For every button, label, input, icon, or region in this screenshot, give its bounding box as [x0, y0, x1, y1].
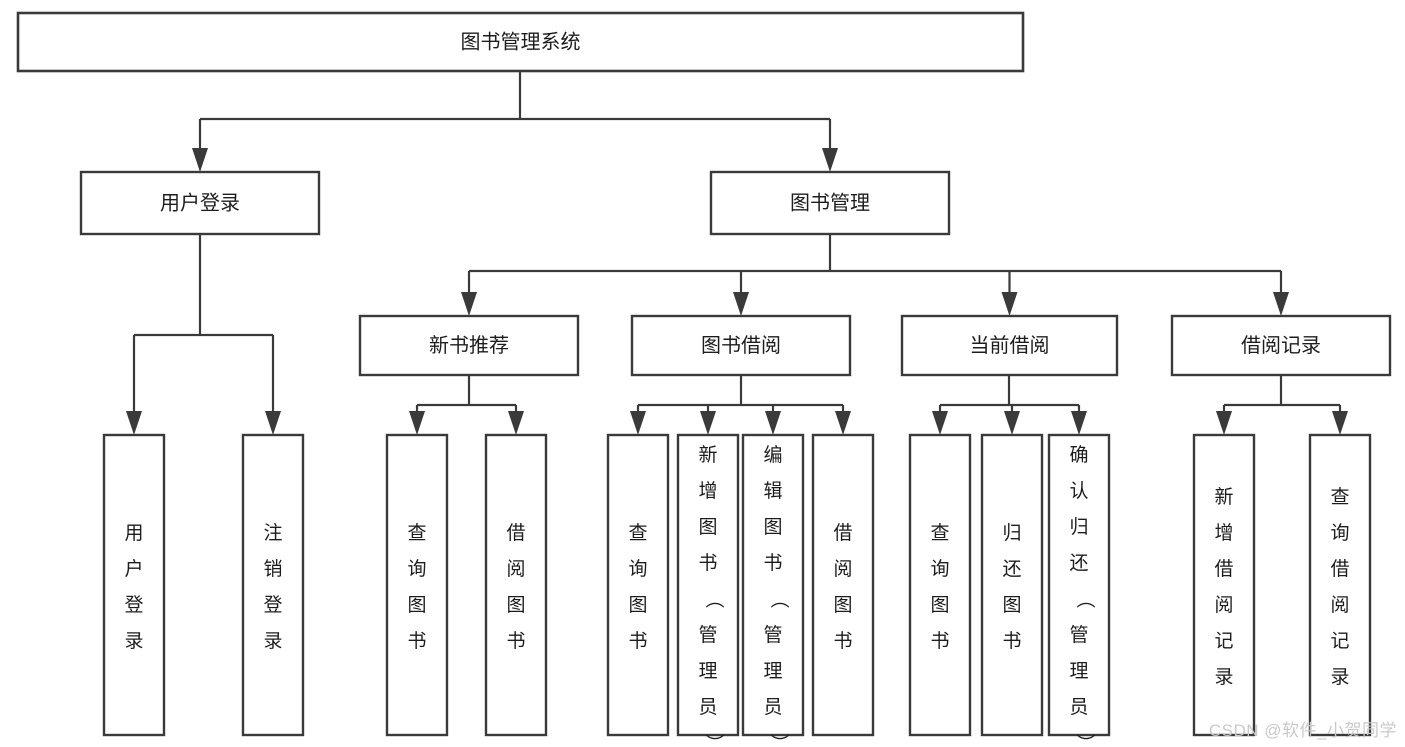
node-leaf-add-borrow-record[interactable]: 新增借阅记录 — [1192, 433, 1256, 737]
bus-current-arrow-2-head — [1071, 411, 1087, 435]
node-label-glyph: ） — [1074, 733, 1096, 747]
bus-current-arrow-1-head — [1004, 411, 1020, 435]
node-box-user-login — [79, 170, 321, 236]
node-label-leaf-query-book-borrow: 查询图书 — [628, 522, 647, 652]
node-box-leaf-confirm-return — [1047, 433, 1111, 737]
node-new-book-recommend[interactable]: 新书推荐 — [358, 314, 580, 377]
node-box-leaf-borrow-book-recommend — [484, 433, 548, 737]
bus-root-arrow-1-head — [822, 148, 838, 172]
node-label-book-manage: 图书管理 — [790, 191, 870, 214]
bus-borrow-arrow-1-head — [700, 411, 716, 435]
node-leaf-logout[interactable]: 注销登录 — [241, 433, 305, 737]
node-label-leaf-add-book: 新增图书管理员 — [698, 444, 717, 718]
node-leaf-query-book-borrow[interactable]: 查询图书 — [606, 433, 670, 737]
bus-user-login-arrow-0-head — [126, 411, 142, 435]
node-label-leaf-logout: 注销登录 — [263, 522, 282, 652]
node-label-glyph: （ — [768, 589, 790, 608]
node-label-book-borrow: 图书借阅 — [701, 334, 781, 357]
node-label-leaf-confirm-return: 确认归还管理员 — [1069, 444, 1088, 718]
node-leaf-borrow-book[interactable]: 借阅图书 — [811, 433, 875, 737]
watermark: CSDN @软件_小贺同学 — [1208, 721, 1397, 740]
node-label-leaf-query-book-recommend: 查询图书 — [407, 522, 426, 652]
node-box-leaf-add-borrow-record — [1192, 433, 1256, 737]
node-leaf-add-book[interactable]: （ ） 新增图书管理员 — [676, 433, 740, 747]
node-box-current-borrow — [900, 314, 1119, 377]
node-box-leaf-query-borrow-record — [1308, 433, 1372, 737]
node-leaf-query-book-current[interactable]: 查询图书 — [908, 433, 972, 737]
node-leaf-query-book-recommend[interactable]: 查询图书 — [385, 433, 449, 737]
node-box-leaf-return-book — [980, 433, 1044, 737]
connectors-layer — [126, 71, 1348, 435]
node-leaf-confirm-return[interactable]: （ ） 确认归还管理员 — [1047, 433, 1111, 747]
node-label-leaf-return-book: 归还图书 — [1002, 522, 1021, 652]
node-label-leaf-user-login: 用户登录 — [124, 523, 143, 652]
node-label-glyph: （ — [1074, 589, 1096, 608]
bus-borrow-arrow-3-head — [835, 411, 851, 435]
bus-recommend-arrow-0-head — [409, 411, 425, 435]
node-borrow-record[interactable]: 借阅记录 — [1170, 314, 1392, 377]
bus-record-arrow-1-head — [1332, 411, 1348, 435]
node-label-leaf-add-borrow-record: 新增借阅记录 — [1214, 486, 1233, 688]
node-label-leaf-borrow-book: 借阅图书 — [833, 522, 852, 652]
bus-record-arrow-0-head — [1216, 411, 1232, 435]
node-leaf-edit-book[interactable]: （ ） 编辑图书管理员 — [741, 433, 805, 747]
node-label-current-borrow: 当前借阅 — [970, 334, 1050, 357]
node-label-leaf-edit-book: 编辑图书管理员 — [763, 444, 782, 718]
node-label-leaf-query-borrow-record: 查询借阅记录 — [1330, 486, 1349, 688]
node-label-new-book-recommend: 新书推荐 — [429, 334, 509, 357]
node-leaf-user-login[interactable]: 用户登录 — [102, 433, 166, 737]
node-box-borrow-record — [1170, 314, 1392, 377]
node-box-book-borrow — [630, 314, 852, 377]
bus-book-manage-arrow-0-head — [461, 292, 477, 316]
node-label-leaf-query-book-current: 查询图书 — [930, 522, 949, 652]
node-leaf-borrow-book-recommend[interactable]: 借阅图书 — [484, 433, 548, 737]
node-current-borrow[interactable]: 当前借阅 — [900, 314, 1119, 377]
bus-current-arrow-0-head — [932, 411, 948, 435]
node-label-glyph: ） — [768, 733, 790, 747]
node-box-leaf-user-login — [102, 433, 166, 737]
node-user-login[interactable]: 用户登录 — [79, 170, 321, 236]
node-leaf-return-book[interactable]: 归还图书 — [980, 433, 1044, 737]
bus-borrow-arrow-0-head — [630, 411, 646, 435]
bus-user-login-arrow-1-head — [265, 411, 281, 435]
node-label-user-login: 用户登录 — [160, 191, 240, 214]
node-root[interactable]: 图书管理系统 — [16, 11, 1025, 73]
node-label-glyph: ） — [703, 733, 725, 747]
node-box-book-manage — [709, 170, 951, 236]
bus-root-arrow-0-head — [192, 148, 208, 172]
node-box-leaf-add-book — [676, 433, 740, 737]
node-book-borrow[interactable]: 图书借阅 — [630, 314, 852, 377]
bus-recommend-arrow-1-head — [508, 411, 524, 435]
node-box-root — [16, 11, 1025, 73]
node-box-leaf-query-book-recommend — [385, 433, 449, 737]
node-box-leaf-query-book-borrow — [606, 433, 670, 737]
node-box-leaf-query-book-current — [908, 433, 972, 737]
bus-book-manage-arrow-1-head — [733, 292, 749, 316]
node-label-borrow-record: 借阅记录 — [1241, 334, 1321, 357]
node-box-leaf-logout — [241, 433, 305, 737]
node-book-manage[interactable]: 图书管理 — [709, 170, 951, 236]
node-label-leaf-borrow-book-recommend: 借阅图书 — [506, 522, 525, 652]
bus-book-manage-arrow-3-head — [1273, 292, 1289, 316]
bus-book-manage-arrow-2-head — [1001, 292, 1018, 316]
node-box-new-book-recommend — [358, 314, 580, 377]
node-box-leaf-edit-book — [741, 433, 805, 737]
node-label-glyph: （ — [703, 589, 725, 608]
node-leaf-query-borrow-record[interactable]: 查询借阅记录 — [1308, 433, 1372, 737]
node-label-root: 图书管理系统 — [461, 30, 581, 53]
node-box-leaf-borrow-book — [811, 433, 875, 737]
bus-borrow-arrow-2-head — [765, 411, 781, 435]
nodes-layer: 图书管理系统用户登录图书管理新书推荐图书借阅当前借阅借阅记录用户登录注销登录查询… — [16, 11, 1392, 747]
